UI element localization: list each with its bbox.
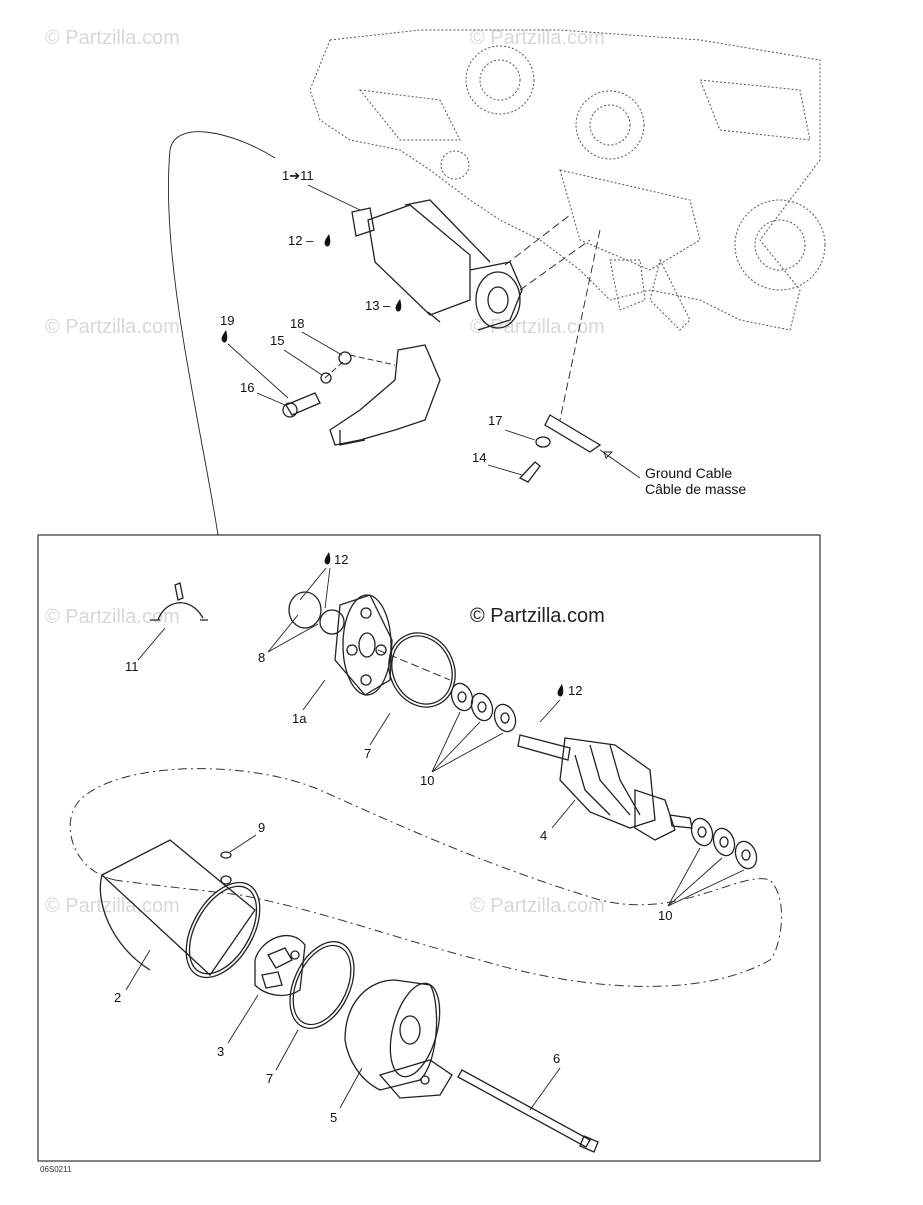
starter-assembly-top <box>351 199 591 331</box>
assembly-line <box>69 768 783 987</box>
callout-12-b: 12 <box>568 683 582 698</box>
figure-code: 06S0211 <box>40 1165 72 1174</box>
oil-drop-icon <box>324 234 331 247</box>
callout-10-a: 10 <box>420 773 434 788</box>
callout-12: 12 – <box>288 233 314 248</box>
part-2-housing <box>99 839 261 979</box>
watermark: © Partzilla.com <box>470 895 605 917</box>
part-7-oring-lower <box>289 941 355 1029</box>
part-9: 9 <box>220 820 265 859</box>
watermark: © Partzilla.com <box>470 27 605 49</box>
callout-6: 6 <box>553 1051 560 1066</box>
detail-callouts: 12 8 1a 7 10 12 10 2 3 7 5 <box>114 552 745 1125</box>
callout-13: 13 – <box>365 298 391 313</box>
oil-drop-icon <box>557 684 564 697</box>
watermark-main: © Partzilla.com <box>470 605 605 627</box>
engine-block <box>309 29 826 331</box>
callout-18: 18 <box>290 316 304 331</box>
part-10-washers-lower <box>690 817 758 870</box>
callout-3: 3 <box>217 1044 224 1059</box>
top-callouts: 1➔11 12 – 13 – 19 18 15 16 17 14 Ground … <box>220 168 746 497</box>
callout-curve <box>167 131 276 536</box>
callout-8: 8 <box>258 650 265 665</box>
part-6-through-bolt: 6 <box>457 1051 599 1153</box>
callout-5: 5 <box>330 1110 337 1125</box>
callout-14: 14 <box>472 450 486 465</box>
part-5-end-cap <box>344 979 453 1099</box>
ground-cable-hardware <box>518 229 641 483</box>
callout-12-a: 12 <box>334 552 348 567</box>
callout-17: 17 <box>488 413 502 428</box>
watermark: © Partzilla.com <box>45 27 180 49</box>
callout-4: 4 <box>540 828 547 843</box>
callout-15: 15 <box>270 333 284 348</box>
part-1a-end-cover <box>288 591 451 696</box>
oil-drop-icon <box>324 552 331 565</box>
callout-10-b: 10 <box>658 908 672 923</box>
callout-16: 16 <box>240 380 254 395</box>
part-4-armature: 4 <box>517 734 693 843</box>
part-11-harness: 11 <box>125 582 208 674</box>
ground-cable-label-fr: Câble de masse <box>645 481 746 497</box>
callout-7-b: 7 <box>266 1071 273 1086</box>
callout-11: 11 <box>125 659 139 674</box>
callout-19: 19 <box>220 313 234 328</box>
callout-1a: 1a <box>292 711 307 726</box>
watermark: © Partzilla.com <box>45 895 180 917</box>
part-3-brush-plate <box>254 934 306 997</box>
ground-cable-label: Ground Cable <box>645 465 732 481</box>
watermark-layer: © Partzilla.com © Partzilla.com © Partzi… <box>45 27 605 917</box>
starter-bracket <box>282 344 441 446</box>
oil-drop-icon <box>395 299 402 312</box>
callout-9: 9 <box>258 820 265 835</box>
callout-1-11: 1➔11 <box>282 168 314 183</box>
watermark: © Partzilla.com <box>45 316 180 338</box>
detail-frame <box>37 534 821 1162</box>
oil-drop-icon <box>221 330 228 343</box>
part-7-oring <box>388 632 456 708</box>
part-10-washers-upper <box>450 682 517 733</box>
callout-7-a: 7 <box>364 746 371 761</box>
callout-2: 2 <box>114 990 121 1005</box>
watermark: © Partzilla.com <box>45 606 180 628</box>
